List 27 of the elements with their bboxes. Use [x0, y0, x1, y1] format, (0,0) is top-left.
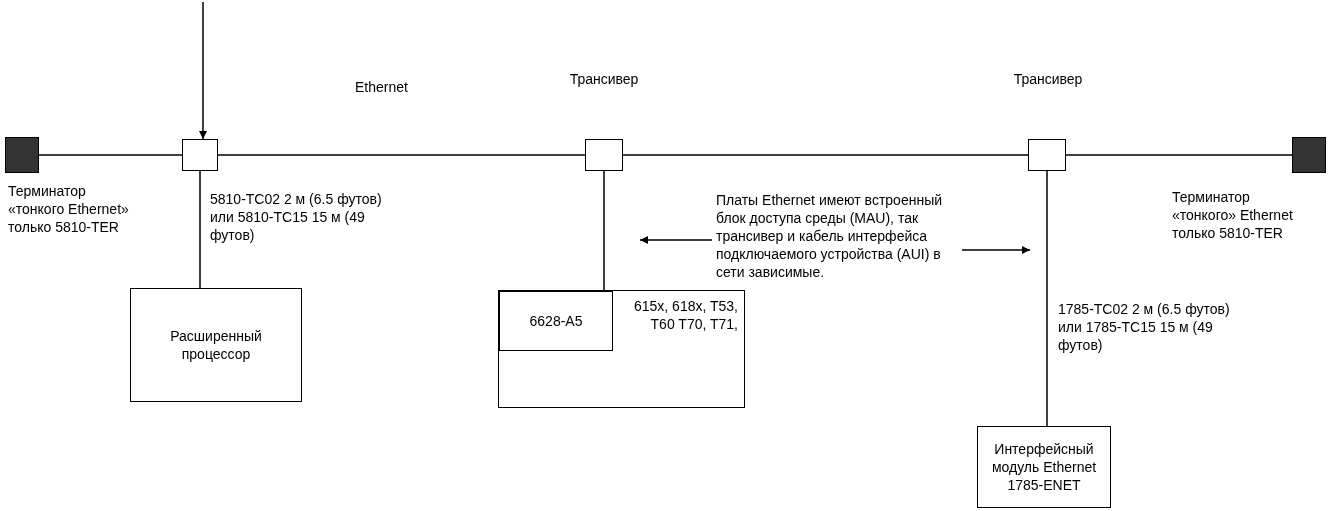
cable-line — [1046, 170, 1048, 427]
caption-text: Трансивер — [568, 70, 640, 88]
cable-line — [199, 170, 201, 289]
cable-line — [217, 154, 586, 156]
interface-card-box: 6628-A5 — [499, 291, 613, 351]
interface-module-box: Интерфейсный модуль Ethernet 1785-ENET — [977, 426, 1111, 508]
arrow — [639, 236, 713, 244]
edge-label: Ethernet — [355, 78, 409, 96]
cable-line — [603, 170, 605, 291]
processor-box: Расширенный процессор — [130, 288, 302, 402]
edge-label: 1785-TC02 2 м (6.5 футов) или 1785-TC15 15 м (49 футов) — [1058, 300, 1231, 354]
terminator-block — [5, 137, 39, 173]
computer-box — [498, 290, 745, 408]
cable-line — [38, 154, 183, 156]
transceiver-box — [1028, 139, 1066, 171]
caption-text: Трансивер — [1012, 70, 1084, 88]
model-list: 615x, 618x, T53, T60 T70, T71, — [618, 297, 738, 333]
cable-line — [622, 154, 1029, 156]
arrow — [961, 246, 1031, 254]
transceiver-box — [585, 139, 623, 171]
caption-text: Терминатор «тонкого Ethernet» только 5810-TER — [8, 182, 130, 236]
terminator-block — [1292, 137, 1326, 173]
cable-line — [1065, 154, 1293, 156]
arrow — [199, 1, 207, 140]
tap-box — [182, 139, 218, 171]
caption-text: Терминатор «тонкого» Ethernet только 5810-TER — [1172, 188, 1294, 242]
edge-label: 5810-TC02 2 м (6.5 футов) или 5810-TC15 15 м (49 футов) — [210, 190, 383, 244]
